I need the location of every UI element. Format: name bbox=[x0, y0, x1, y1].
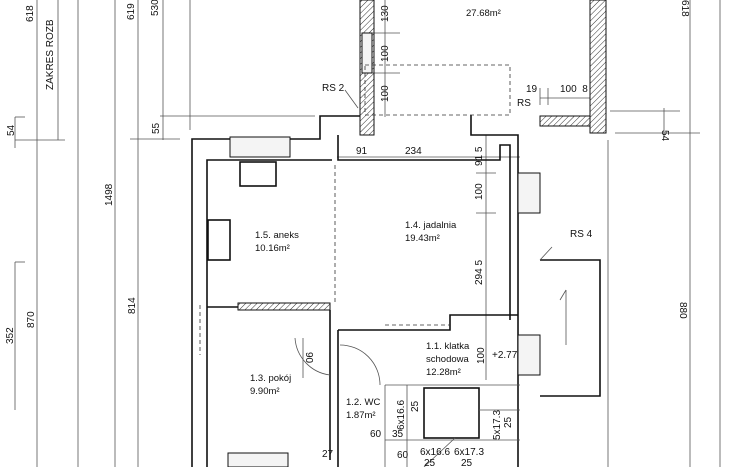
room-klatka-name2: schodowa bbox=[426, 354, 469, 365]
dim-25-c: 25 bbox=[424, 458, 436, 467]
room-pokoj-area: 9.90m² bbox=[250, 386, 280, 397]
stairs-6x17-3: 6x17.3 bbox=[454, 447, 484, 458]
room-aneks-area: 10.16m² bbox=[255, 243, 290, 254]
stairs-6x16-6-a: 6x16.6 bbox=[396, 400, 407, 430]
dim-619: 619 bbox=[126, 3, 137, 20]
marker-rs: RS bbox=[517, 98, 531, 109]
room-klatka-area: 12.28m² bbox=[426, 367, 461, 378]
walls bbox=[191, 0, 607, 467]
dim-100-b: 100 bbox=[380, 85, 391, 102]
dim-530: 530 bbox=[150, 0, 161, 16]
dim-130: 130 bbox=[380, 5, 391, 22]
room-klatka-name1: 1.1. klatka bbox=[426, 341, 470, 352]
dim-100-c: 100 bbox=[474, 183, 485, 200]
dim-870: 870 bbox=[26, 311, 37, 328]
dim-618-right: 618 bbox=[679, 0, 690, 17]
dim-91: 91 bbox=[356, 146, 368, 157]
marker-rs4: RS 4 bbox=[570, 229, 593, 240]
dimension-lines bbox=[14, 0, 721, 467]
stairs-6x16-6-b: 6x16.6 bbox=[420, 447, 450, 458]
dim-100-d: 100 bbox=[476, 347, 487, 364]
room-pokoj-name: 1.3. pokój bbox=[250, 373, 291, 384]
dim-25-d: 25 bbox=[461, 458, 473, 467]
dim-25-a: 25 bbox=[410, 400, 421, 412]
dim-234: 234 bbox=[405, 146, 422, 157]
room-1-6-area: 27.68m² bbox=[466, 8, 501, 19]
marker-rs2: RS 2 bbox=[322, 83, 345, 94]
dim-880: 880 bbox=[677, 302, 688, 319]
zakres-label: ZAKRES ROZB bbox=[45, 19, 56, 90]
stairs-5x17-3: 5x17.3 bbox=[492, 410, 503, 440]
dim-100-a: 100 bbox=[380, 45, 391, 62]
dim-25-b: 25 bbox=[503, 416, 514, 428]
dim-91-5: 91 5 bbox=[474, 146, 485, 166]
dim-54-left: 54 bbox=[6, 124, 17, 136]
stairs bbox=[384, 384, 520, 467]
dim-1498: 1498 bbox=[104, 183, 115, 206]
room-aneks-name: 1.5. aneks bbox=[255, 230, 299, 241]
dim-55: 55 bbox=[151, 122, 162, 134]
level-mark: +2.77 bbox=[492, 350, 518, 361]
dim-60-b: 60 bbox=[397, 450, 409, 461]
dim-100-8: 100 8 bbox=[560, 84, 588, 95]
dim-618-left: 618 bbox=[25, 5, 36, 22]
dim-19: 19 bbox=[526, 84, 538, 95]
dim-60-a: 60 bbox=[370, 429, 382, 440]
room-wc-area: 1.87m² bbox=[346, 410, 376, 421]
dim-27: 27 bbox=[322, 449, 334, 460]
dim-814: 814 bbox=[127, 297, 138, 314]
room-jadalnia-area: 19.43m² bbox=[405, 233, 440, 244]
dim-294-5: 294 5 bbox=[474, 260, 485, 285]
dim-54-right: 54 bbox=[659, 130, 670, 142]
room-jadalnia-name: 1.4. jadalnia bbox=[405, 220, 457, 231]
dim-90: 90 bbox=[303, 352, 314, 364]
room-wc-name: 1.2. WC bbox=[346, 397, 380, 408]
dim-352: 352 bbox=[5, 327, 16, 344]
dim-35: 35 bbox=[392, 429, 404, 440]
